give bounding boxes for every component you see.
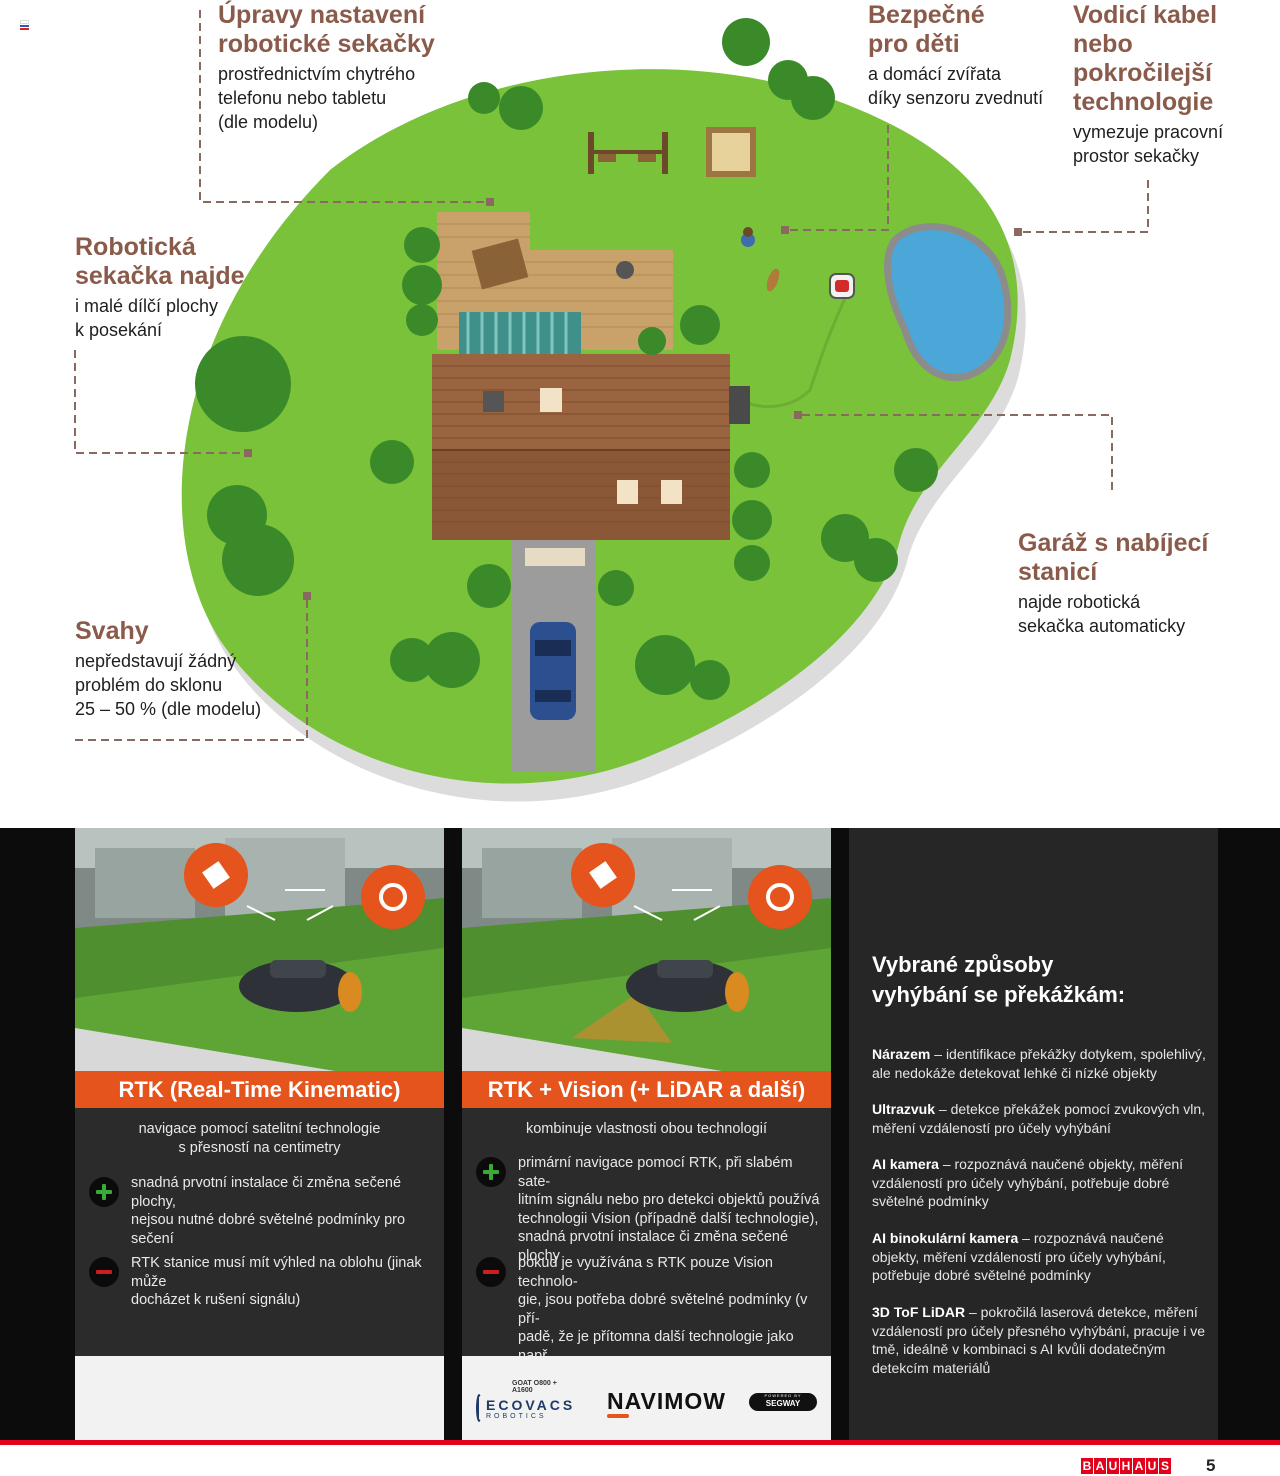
annotation-heading: Garáž s nabíjecí stanicí: [1018, 529, 1209, 586]
ecovacs-sub: ROBOTICS: [486, 1412, 547, 1420]
navimow-logo: NAVIMOW: [607, 1388, 727, 1414]
brand-letter: A: [1133, 1458, 1145, 1474]
annotation-body: i malé dílčí plochy k posekání: [75, 296, 219, 340]
item-desc: – rozpoznává naučené objekty, měření vzd…: [872, 1230, 1166, 1283]
minus-icon: [89, 1257, 119, 1287]
annotation-heading: Úpravy nastavení robotické sekačky: [218, 1, 435, 58]
card-intro: navigace pomocí satelitní technologie s …: [138, 1121, 381, 1156]
annotation-body: prostřednictvím chytrého telefonu nebo t…: [218, 64, 416, 132]
page-number: 5: [1206, 1456, 1216, 1475]
annotation-heading: Vodicí kabel nebo pokročilejší technolog…: [1073, 1, 1218, 116]
pro-row: snadná prvotní instalace či změna sečené…: [89, 1174, 439, 1248]
card-rtk: RTK (Real-Time Kinematic) navigace pomoc…: [75, 828, 444, 1440]
con-row: RTK stanice musí mít výhled na oblohu (j…: [89, 1254, 439, 1310]
brand-letter: S: [1159, 1458, 1171, 1474]
brand-letter: H: [1120, 1458, 1132, 1474]
brand-letter: U: [1107, 1458, 1119, 1474]
annotation-body: a domácí zvířata díky senzoru zvednutí: [868, 64, 1044, 108]
annotation-heading: Robotická sekačka najde: [75, 233, 245, 290]
item-desc: – detekce překážek pomocí zvukových vln,…: [872, 1101, 1206, 1136]
garden-illustration-section: Úpravy nastavení robotické sekačky prost…: [20, 1, 1224, 802]
navigation-comparison-section: RTK (Real-Time Kinematic) navigace pomoc…: [0, 828, 1280, 1440]
item-term: Ultrazvuk: [872, 1101, 936, 1117]
item-term: Nárazem: [872, 1046, 931, 1062]
annotation-heading: Svahy: [75, 617, 149, 645]
ecovacs-model: GOAT O800 + A1600: [512, 1380, 557, 1394]
brand-letter: B: [1081, 1458, 1093, 1474]
pond: [884, 223, 1012, 382]
annotation-garage: Garáž s nabíjecí stanicí najde robotická…: [1018, 529, 1208, 638]
house-roof: [432, 354, 730, 540]
item-term: 3D ToF LiDAR: [872, 1304, 966, 1320]
list-item: 3D ToF LiDAR – pokročilá laserová detekc…: [872, 1303, 1207, 1377]
annotation-settings: Úpravy nastavení robotické sekačky prost…: [218, 1, 435, 134]
annotation-slopes: Svahy nepředstavují žádný problém do skl…: [75, 617, 261, 721]
list-item: Ultrazvuk – detekce překážek pomocí zvuk…: [872, 1100, 1207, 1137]
card-title: RTK + Vision (+ LiDAR a další): [462, 1071, 831, 1108]
item-desc: – rozpoznává naučené objekty, měření vzd…: [872, 1156, 1184, 1209]
pro-row: primární navigace pomocí RTK, při slabém…: [476, 1154, 826, 1265]
page-footer: B A U H A U S 5: [0, 1445, 1280, 1475]
logo-area: [75, 1356, 444, 1440]
annotation-body: vymezuje pracovní prostor sekačky: [1073, 122, 1224, 166]
plus-icon: [89, 1177, 119, 1207]
charging-garage: [729, 386, 750, 424]
annotation-body: najde robotická sekačka automaticky: [1018, 592, 1186, 636]
navimow-underline: [607, 1414, 629, 1418]
rtk-station-icon: [748, 865, 812, 929]
card-intro: kombinuje vlastnosti obou technologií: [525, 1121, 767, 1137]
plus-icon: [476, 1157, 506, 1187]
card-title: RTK (Real-Time Kinematic): [75, 1071, 444, 1108]
car: [530, 622, 576, 720]
obstacle-avoidance-panel: Vybrané způsoby vyhýbání se překážkám: N…: [849, 828, 1218, 1440]
pro-text: snadná prvotní instalace či změna sečené…: [131, 1175, 406, 1247]
item-desc: – identifikace překážky dotykem, spolehl…: [872, 1046, 1206, 1081]
segway-text: SEGWAY: [765, 1399, 801, 1408]
item-term: AI kamera: [872, 1156, 939, 1172]
garden-map: [74, 10, 1149, 802]
annotation-heading: Bezpečné pro děti: [868, 1, 985, 58]
rtk-station-icon: [361, 865, 425, 929]
segway-badge: POWERED BY SEGWAY: [749, 1393, 817, 1411]
panel-title: Vybrané způsoby vyhýbání se překážkám:: [872, 952, 1126, 1007]
pro-text: primární navigace pomocí RTK, při slabém…: [518, 1155, 820, 1264]
annotation-wire: Vodicí kabel nebo pokročilejší technolog…: [1073, 1, 1223, 168]
footer-red-line: [0, 1440, 1280, 1445]
wooden-deck: [437, 212, 673, 350]
mower-photo: [75, 828, 444, 1071]
card-rtk-vision: RTK + Vision (+ LiDAR a další) kombinuje…: [462, 828, 831, 1440]
annotation-finds: Robotická sekačka najde i malé dílčí plo…: [75, 233, 245, 342]
con-text: RTK stanice musí mít výhled na oblohu (j…: [131, 1255, 422, 1308]
annotation-body: nepředstavují žádný problém do sklonu 25…: [75, 651, 262, 719]
ecovacs-logo: GOAT O800 + A1600 ECOVACS ROBOTICS: [476, 1380, 572, 1422]
brand-letter: A: [1094, 1458, 1106, 1474]
segway-small: POWERED BY: [764, 1393, 802, 1398]
list-item: AI binokulární kamera – rozpoznává nauče…: [872, 1229, 1207, 1285]
language-flag-icon: [20, 20, 29, 30]
brand-letter: U: [1146, 1458, 1158, 1474]
mower-photo: [462, 828, 831, 1071]
list-item: Nárazem – identifikace překážky dotykem,…: [872, 1045, 1207, 1082]
ecovacs-name: ECOVACS: [486, 1396, 576, 1413]
minus-icon: [476, 1257, 506, 1287]
trees: [195, 18, 938, 700]
item-desc: – pokročilá laserová detekce, měření vzd…: [872, 1304, 1206, 1376]
swing: [588, 132, 668, 174]
list-item: AI kamera – rozpoznává naučené objekty, …: [872, 1155, 1207, 1211]
item-term: AI binokulární kamera: [872, 1230, 1019, 1246]
annotation-safe: Bezpečné pro děti a domácí zvířata díky …: [868, 1, 1043, 110]
bauhaus-logo: B A U H A U S: [1081, 1458, 1172, 1475]
